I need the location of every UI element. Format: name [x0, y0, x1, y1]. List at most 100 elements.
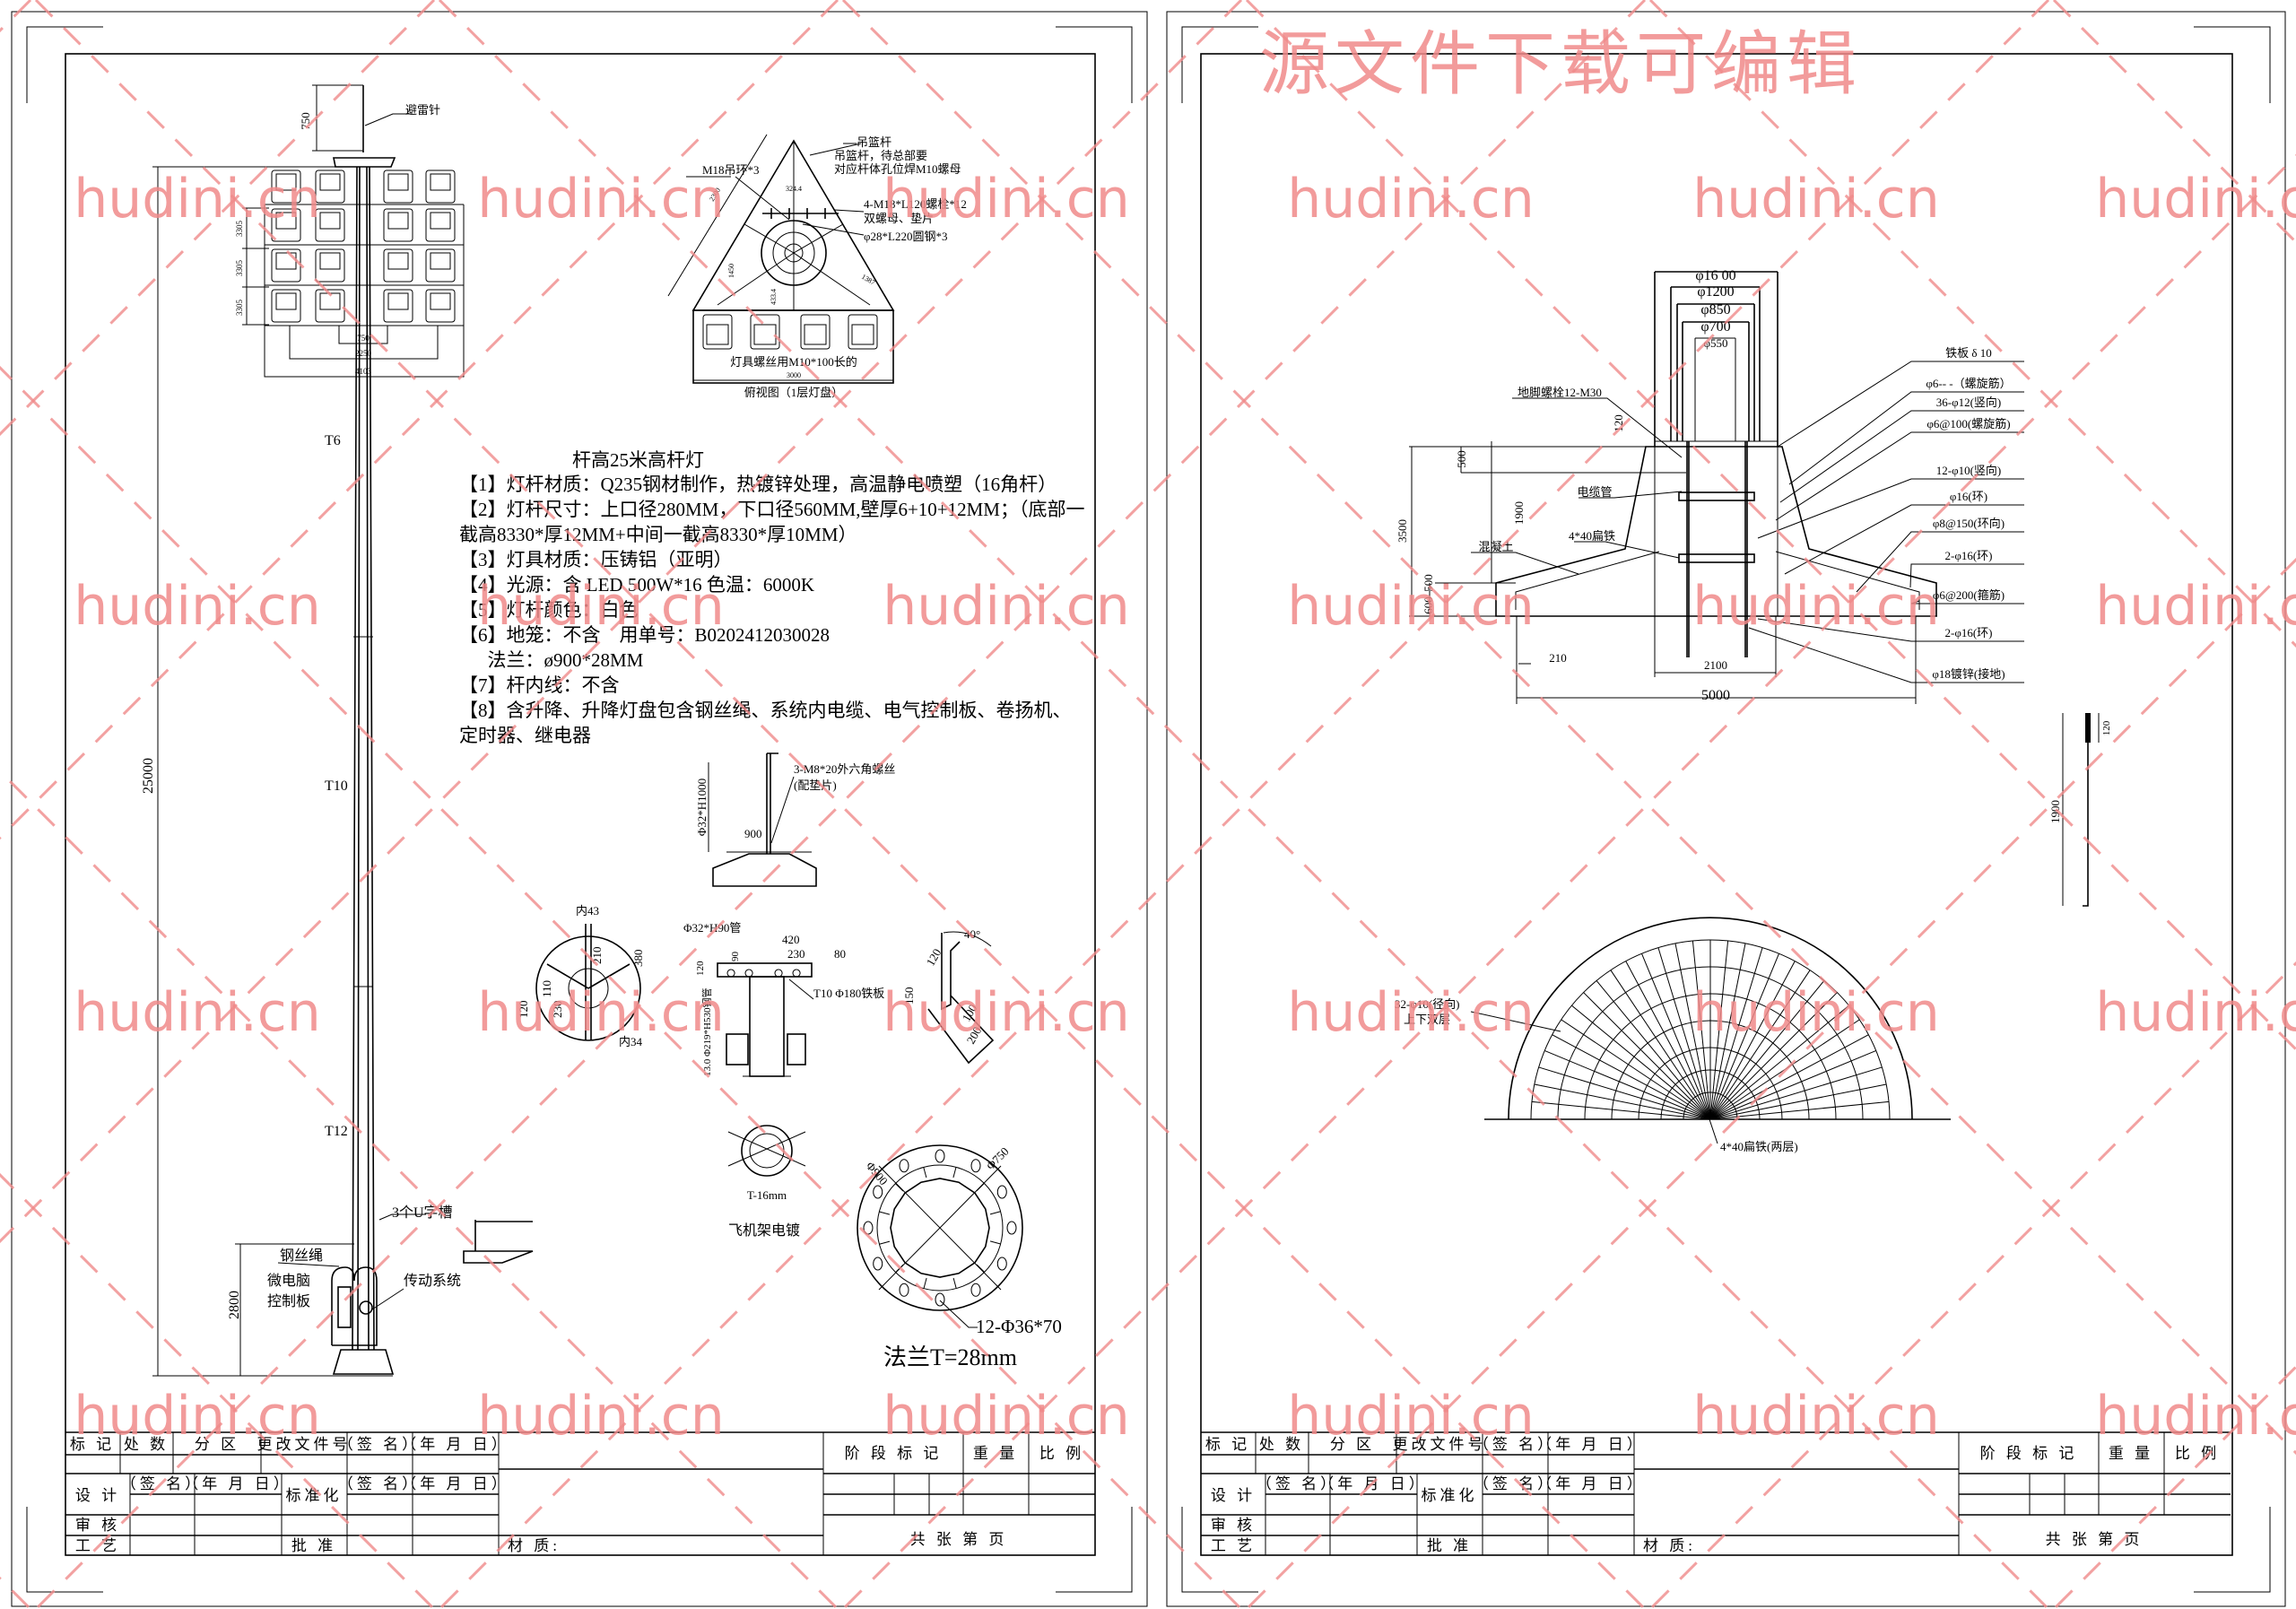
- hook-base: [712, 853, 817, 887]
- radial-bar: [1596, 980, 1711, 1120]
- lightning-rod-label: 避雷针: [405, 103, 440, 117]
- dim-d1600: [1654, 271, 1779, 447]
- bolt-hole: [996, 1257, 1007, 1271]
- callout-label: 2-φ16(环): [1945, 626, 1993, 639]
- total-height-label: 25000: [141, 758, 156, 794]
- hanger-note2: 对应杆体孔位焊M10螺母: [834, 162, 961, 176]
- flange-thickness-label: 法兰T=28mm: [883, 1344, 1017, 1370]
- layers-label: 上下双层: [1404, 1013, 1450, 1026]
- watermark-diagonal: [841, 0, 2296, 1456]
- drive-system-label: 传动系统: [404, 1273, 461, 1289]
- d380-label: 380: [631, 950, 645, 968]
- angle-bracket: [927, 933, 995, 1065]
- spec-line: 【6】地笼：不含 用单号：B0202412030028: [459, 624, 830, 646]
- radial-bar: [1625, 961, 1711, 1120]
- u-slot-detail: [463, 1220, 534, 1264]
- h1900-label: 1900: [1512, 501, 1526, 525]
- tb-count: 处 数: [124, 1436, 169, 1453]
- watermark-site-text: hudini.cn: [1692, 168, 1940, 230]
- tb-sheets: 共 张 第 页: [910, 1531, 1008, 1548]
- tb-sign: （签 名）: [1474, 1436, 1556, 1453]
- stiffener-rib: [976, 1264, 985, 1273]
- watermark-diagonal: [841, 153, 2296, 1609]
- ring-inner: [749, 1133, 785, 1169]
- d1600-label: φ16 00: [1695, 268, 1735, 283]
- ring-label: T-16mm: [747, 1188, 787, 1202]
- floodlight-lens: [430, 292, 451, 310]
- bolt-hole: [970, 1159, 981, 1173]
- floodlight-lens: [275, 173, 297, 191]
- tb-standard: 标准化: [286, 1487, 343, 1504]
- tb-count: 处 数: [1259, 1436, 1304, 1453]
- tb-zone: 分 区: [1330, 1436, 1375, 1453]
- corner-marks: [26, 26, 1133, 1593]
- floodlight-icon: [315, 289, 345, 323]
- tb-date: （年 月 日）: [1536, 1436, 1646, 1453]
- floodlight-icon: [271, 208, 301, 242]
- w210-label: 210: [1549, 651, 1567, 665]
- dim-d1200: [1670, 286, 1761, 441]
- watermark-diagonal: [1245, 557, 2296, 1609]
- flange-inner-polygon: [890, 1178, 990, 1278]
- radial-bar: [1709, 947, 1763, 1120]
- callout-label: 12-φ10(竖向): [1936, 464, 2002, 477]
- callout-leader: [1788, 391, 2024, 485]
- tb-change-doc: 更改文件号: [257, 1436, 352, 1453]
- pipe90-label: Φ32*H90管: [683, 921, 741, 935]
- watermark-diagonal: [0, 1172, 436, 1609]
- top-view-lamp-tray: 吊篮杆 吊篮杆，待总部要 对应杆体孔位焊M10螺母 M18吊环*3 4-M18*…: [667, 134, 967, 399]
- foundation-dims: [1409, 441, 1937, 617]
- row-spacing-2: 3305: [235, 260, 244, 277]
- profile-dims: [2062, 713, 2100, 906]
- tray-bolt-bar: [762, 208, 839, 219]
- foundation-section: φ16 00 φ1200 φ850 φ700 φ550 3500 1900 50…: [1396, 268, 2112, 907]
- radial-bar: [1709, 970, 1811, 1120]
- hook-washer-label: (配垫片): [794, 778, 837, 792]
- dim-c: 1450: [727, 264, 735, 278]
- dim-d: 433.4: [770, 289, 778, 305]
- stiffener-rib: [895, 1183, 904, 1192]
- profile-height-label: 1900: [2048, 800, 2062, 823]
- tb-scale: 比 例: [1039, 1445, 1084, 1462]
- watermark-diagonal: [0, 0, 1243, 1244]
- tb-material: 材 质:: [1643, 1537, 1696, 1554]
- h3500-label: 3500: [1396, 519, 1409, 543]
- callout-label: φ6-- -（螺旋筋）: [1926, 377, 2011, 390]
- profile-width-label: 120: [2101, 720, 2112, 735]
- radial-grid: [1508, 917, 1913, 1120]
- hanger-rod-label: 吊篮杆: [857, 135, 891, 149]
- top-view-caption: 俯视图（1层灯盘）: [744, 386, 844, 399]
- watermark-site-text: hudini.cn: [883, 168, 1130, 230]
- watermark-site-text: hudini.cn: [1287, 1385, 1535, 1448]
- callout-label: φ18镀锌(接地): [1932, 667, 2005, 681]
- h600-label: 600: [1422, 596, 1435, 614]
- bolt-plate-upper: [1678, 491, 1755, 501]
- plan-flat-iron-label: 4*40扁铁(两层): [1720, 1140, 1798, 1153]
- d110-label: 110: [540, 980, 553, 997]
- right-sheet: φ16 00 φ1200 φ850 φ700 φ550 3500 1900 50…: [1166, 11, 2286, 1607]
- callout-label: φ16(环): [1950, 490, 1987, 503]
- floodlight-icon: [383, 208, 413, 242]
- floodlight-lens: [387, 173, 409, 191]
- tb-date: （年 月 日）: [1536, 1475, 1646, 1492]
- tb-mark: 标 记: [1205, 1436, 1250, 1453]
- watermark-diagonal: [438, 0, 2050, 1609]
- wire-leader: [277, 1262, 340, 1267]
- radial-bar: [1709, 1100, 1890, 1120]
- anchor-label: 地脚螺栓12-M30: [1518, 386, 1602, 399]
- spec-line: 【8】含升降、升降灯盘包含钢丝绳、系统内电缆、电气控制板、卷扬机、: [459, 700, 1072, 721]
- radial-bar: [1641, 953, 1711, 1120]
- galvanized-label: 飞机架电镀: [728, 1222, 800, 1239]
- bolt-note: 双螺母、垫片: [864, 212, 934, 225]
- radial-bar: [1709, 1050, 1876, 1120]
- tb-date: （年 月 日）: [401, 1475, 510, 1492]
- tb-sign: （签 名）: [1257, 1475, 1339, 1492]
- floodlight-lens: [387, 292, 409, 310]
- floodlight-lens: [319, 212, 341, 230]
- row-spacing-3: 3305: [235, 300, 244, 317]
- floodlight-icon: [425, 289, 456, 323]
- callout-leader: [1784, 504, 2024, 575]
